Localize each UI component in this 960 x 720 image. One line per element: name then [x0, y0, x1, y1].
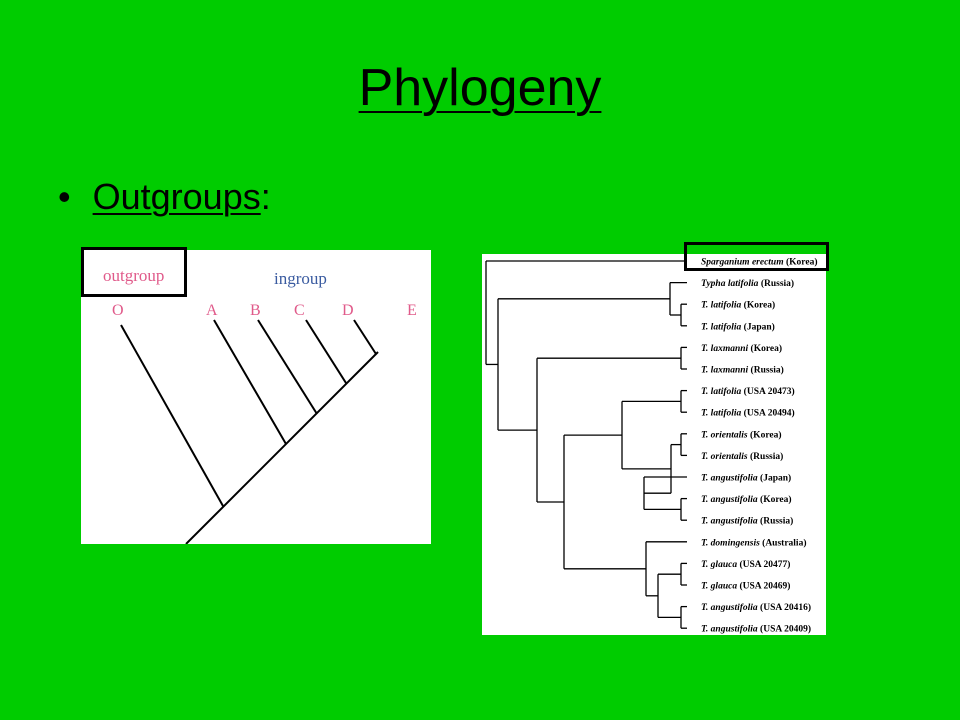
taxon-name: T. orientalis [701, 452, 750, 462]
outgroup-label-svg: outgroup [103, 266, 164, 285]
taxon-name: T. angustifolia [701, 625, 760, 635]
taxon-locality: (Russia) [750, 451, 783, 462]
taxon-locality: (USA 20409) [760, 624, 811, 635]
taxon-name: T. latifolia [701, 387, 744, 397]
taxon-locality: (USA 20469) [739, 581, 790, 592]
taxon-locality: (Russia) [760, 516, 793, 527]
leaf-label-c: C [294, 302, 305, 319]
taxon-label: T. glauca (USA 20469) [701, 581, 790, 592]
sparganium-highlight-box [684, 242, 829, 271]
taxon-name: T. orientalis [701, 430, 750, 440]
taxon-locality: (Korea) [751, 343, 782, 354]
outgroup-highlight-box: outgroup [81, 247, 187, 297]
taxon-locality: (Korea) [760, 494, 791, 505]
tree-trunk [185, 351, 379, 545]
taxon-label: T. laxmanni (Korea) [701, 343, 782, 354]
taxon-locality: (Korea) [786, 257, 817, 268]
outgroup-tree-diagram: ingroup O A B C D E [112, 269, 417, 545]
taxon-locality: (Russia) [751, 365, 784, 376]
taxon-label: T. domingensis (Australia) [701, 537, 806, 548]
bullet-dot: • [58, 176, 71, 217]
taxon-label: Typha latifolia (Russia) [701, 278, 794, 289]
branch-b [257, 319, 318, 415]
taxon-label: T. angustifolia (USA 20409) [701, 624, 811, 635]
taxon-name: T. latifolia [701, 322, 744, 332]
outgroup-label: outgroup [103, 266, 164, 285]
taxon-locality: (Japan) [760, 473, 791, 484]
branch-a [213, 319, 287, 445]
taxon-locality: (Japan) [744, 321, 775, 332]
taxon-label: T. angustifolia (Russia) [701, 516, 793, 527]
taxon-name: Typha latifolia [701, 279, 761, 289]
branch-c [305, 319, 347, 384]
taxon-label: T. orientalis (Russia) [701, 451, 783, 462]
bullet-text: Outgroups [92, 176, 261, 217]
branch-o [120, 324, 224, 507]
taxon-label: T. angustifolia (Korea) [701, 494, 792, 505]
taxon-name: T. glauca [701, 560, 739, 570]
taxon-locality: (USA 20494) [744, 408, 795, 419]
taxon-label: T. latifolia (Japan) [701, 321, 775, 332]
typha-cladogram-panel: Sparganium erectum (Korea) Typha latifoli… [482, 254, 826, 635]
taxon-name: T. laxmanni [701, 366, 751, 376]
taxon-label: T. orientalis (Korea) [701, 429, 782, 440]
taxon-label: Sparganium erectum (Korea) [701, 257, 817, 268]
taxon-label: T. latifolia (USA 20494) [701, 408, 795, 419]
taxon-label: T. laxmanni (Russia) [701, 365, 784, 376]
taxon-locality: (USA 20416) [760, 602, 811, 613]
branch-d [353, 319, 377, 355]
taxon-name: T. glauca [701, 582, 739, 592]
taxon-locality: (USA 20477) [739, 559, 790, 570]
slide-title: Phylogeny [358, 59, 602, 117]
taxon-name: Sparganium erectum [701, 258, 786, 268]
leaf-label-e: E [407, 302, 417, 319]
taxon-name: T. latifolia [701, 301, 744, 311]
taxon-name: T. angustifolia [701, 495, 760, 505]
taxon-label: T. glauca (USA 20477) [701, 559, 790, 570]
taxon-locality: (Australia) [762, 537, 806, 548]
taxon-name: T. latifolia [701, 409, 744, 419]
taxon-label: T. latifolia (USA 20473) [701, 386, 795, 397]
taxon-name: T. angustifolia [701, 603, 760, 613]
bullet-outgroups: • Outgroups : [58, 176, 271, 218]
leaf-label-o: O [112, 302, 124, 319]
leaf-label-b: B [250, 302, 261, 319]
taxon-name: T. laxmanni [701, 344, 751, 354]
ingroup-label: ingroup [274, 269, 327, 288]
typha-cladogram: Sparganium erectum (Korea) Typha latifoli… [485, 257, 817, 635]
taxon-name: T. angustifolia [701, 474, 760, 484]
taxon-label: T. latifolia (Korea) [701, 300, 775, 311]
taxon-locality: (USA 20473) [744, 386, 795, 397]
taxon-name: T. angustifolia [701, 517, 760, 527]
taxon-name: T. domingensis [701, 538, 762, 548]
bullet-colon: : [260, 176, 271, 217]
taxon-label: T. angustifolia (USA 20416) [701, 602, 811, 613]
leaf-label-d: D [342, 302, 354, 319]
leaf-label-a: A [206, 302, 218, 319]
outgroup-tree-panel: ingroup O A B C D E [81, 250, 431, 545]
taxon-label: T. angustifolia (Japan) [701, 473, 791, 484]
taxon-locality: (Korea) [750, 429, 781, 440]
taxon-locality: (Korea) [744, 300, 775, 311]
taxon-locality: (Russia) [761, 278, 794, 289]
